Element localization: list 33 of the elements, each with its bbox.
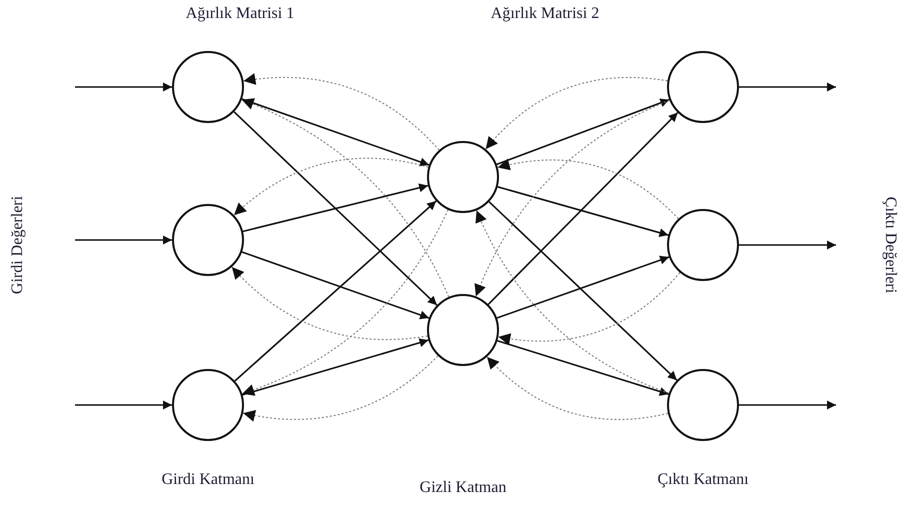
dotted-arrow [234, 158, 429, 216]
dotted-arrow [486, 356, 668, 420]
arrow [75, 82, 172, 92]
arrow [739, 400, 836, 410]
arrow [739, 82, 836, 92]
arrow [75, 400, 172, 410]
label-text: Girdi Değerleri [8, 194, 27, 296]
arrow [497, 186, 669, 238]
arrow [242, 251, 430, 320]
arrow [488, 201, 678, 381]
arrow [739, 240, 836, 250]
label-text: Çıktı Katmanı [656, 470, 750, 490]
dotted-arrow [474, 100, 670, 297]
label-text: Gizli Katman [418, 478, 508, 498]
arrow [242, 338, 429, 396]
dotted-arrow [231, 266, 428, 340]
arrow [234, 111, 438, 306]
dotted-arrow [485, 76, 668, 150]
arrow [75, 236, 172, 244]
dotted-arrow [243, 74, 440, 151]
label-text: Çıktı Değerleri [881, 196, 900, 296]
arrow [242, 183, 428, 232]
arrow [496, 256, 670, 319]
label-text: Ağırlık Matrisi 2 [490, 4, 600, 24]
dotted-arrow [242, 355, 438, 422]
dotted-arrow [497, 159, 679, 220]
arrow [488, 112, 678, 305]
arrow [242, 98, 430, 166]
label-text: Girdi Katmanı [160, 470, 256, 490]
arrow [234, 200, 437, 382]
dotted-arrow [498, 272, 680, 345]
arrow [497, 340, 669, 396]
label-text: Ağırlık Matrisi 1 [184, 4, 296, 24]
